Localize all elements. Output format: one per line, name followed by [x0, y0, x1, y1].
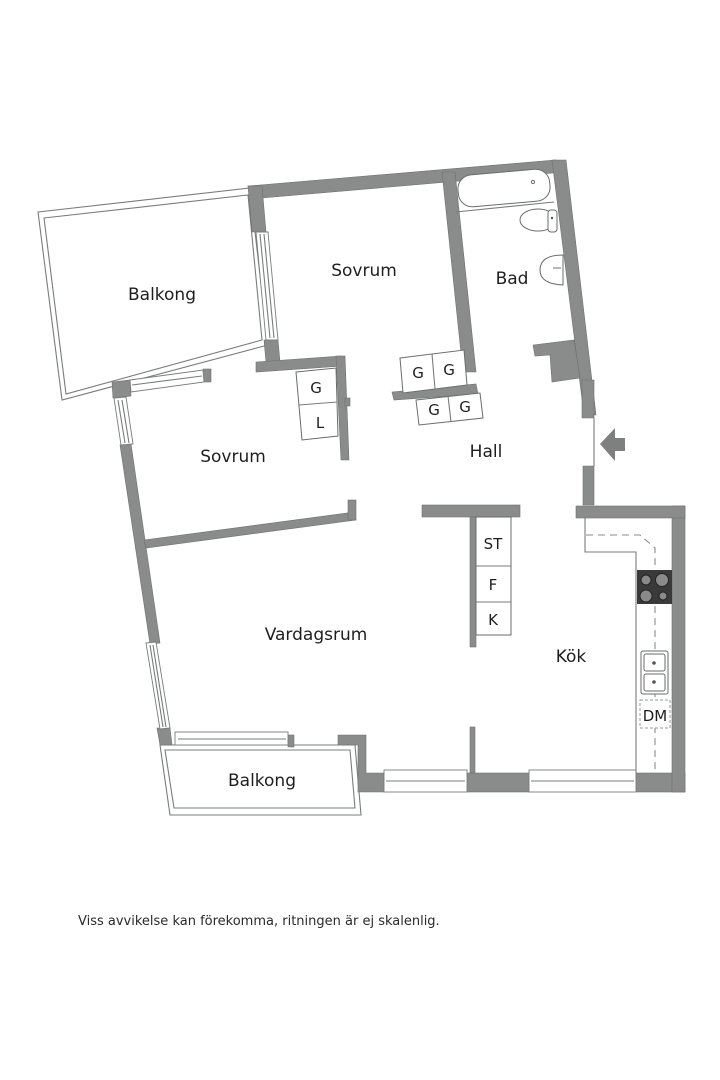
dishwasher — [639, 699, 671, 729]
sink-icon — [539, 254, 564, 286]
hall-closets-lower — [415, 392, 484, 426]
stove-icon — [637, 570, 672, 604]
kitchen-counter — [584, 518, 656, 773]
cabinet-label-st: ST — [484, 535, 504, 553]
cabinet-label-f: F — [489, 576, 498, 594]
sovrum-closets — [295, 367, 339, 441]
hall-closets-upper — [399, 349, 468, 394]
appliance-label-dm: DM — [643, 707, 668, 725]
walls — [111, 159, 686, 793]
room-label-hall: Hall — [470, 442, 503, 462]
closet-label-g: G — [443, 361, 455, 379]
closet-label-g: G — [428, 401, 440, 419]
room-label-vardagsrum: Vardagsrum — [265, 625, 368, 645]
kitchen-cabinet-column — [475, 516, 512, 636]
kitchen-sink-icon — [640, 650, 669, 695]
disclaimer-text: Viss avvikelse kan förekomma, ritningen … — [78, 914, 440, 929]
room-label-sovrum-mid: Sovrum — [200, 447, 266, 467]
room-label-kok: Kök — [556, 647, 587, 667]
toilet-icon — [519, 208, 558, 233]
windows — [113, 231, 637, 793]
closet-label-g: G — [412, 364, 424, 382]
entrance-arrow-icon — [600, 428, 625, 461]
bathtub-icon — [455, 168, 555, 213]
room-label-balkong-bottom: Balkong — [228, 771, 296, 791]
closet-label-l: L — [316, 414, 325, 432]
room-label-balkong-top: Balkong — [128, 285, 196, 305]
closet-label-g: G — [310, 379, 322, 397]
room-label-bad: Bad — [496, 269, 529, 289]
room-label-sovrum-top: Sovrum — [331, 261, 397, 281]
cabinet-label-k: K — [488, 611, 499, 629]
closet-label-g: G — [459, 398, 471, 416]
